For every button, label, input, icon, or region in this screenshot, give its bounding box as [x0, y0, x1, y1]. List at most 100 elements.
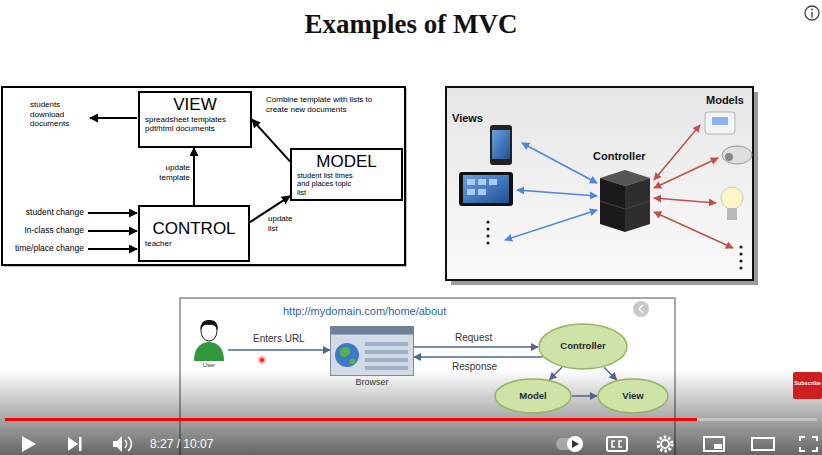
input-label: time/place change — [0, 243, 84, 253]
connector-arrow — [549, 367, 562, 379]
edge-label: Enters URL — [253, 333, 323, 345]
subscribe-badge — [793, 372, 822, 399]
controller-cube — [600, 170, 650, 232]
node-title: User — [203, 362, 216, 369]
mvc-frame-two — [446, 87, 753, 280]
bulb-icon — [721, 187, 743, 209]
player-controls — [125, 440, 127, 448]
model-arrows — [654, 158, 718, 188]
connector-arrow — [604, 367, 617, 380]
output-label: students download documents — [30, 100, 84, 129]
input-label: In-class change — [0, 225, 84, 235]
player-controls — [704, 437, 724, 451]
edge-label: Combine template with lists to create ne… — [266, 95, 376, 114]
edge-label: update template — [144, 163, 190, 182]
tablet-icon — [463, 175, 509, 203]
slide-nav-button — [633, 301, 649, 317]
view-ellipse: View — [597, 378, 669, 414]
model-ellipse: Model — [494, 378, 572, 414]
control-shade — [0, 370, 822, 455]
ellipsis-dots — [486, 227, 489, 230]
player-controls — [113, 436, 122, 452]
connector-arrow — [414, 346, 538, 348]
user-figure: User — [190, 315, 228, 369]
cursor-dot — [258, 356, 266, 364]
tablet-icon — [489, 179, 497, 185]
player-controls — [612, 441, 622, 447]
ellipsis-dots — [739, 245, 742, 269]
slide-nav-button — [633, 301, 649, 317]
ellipsis-dots — [486, 220, 489, 223]
node-title: View — [622, 391, 643, 402]
model-arrows — [654, 212, 733, 248]
view-box: VIEWspreadsheet templates pdf/html docum… — [138, 91, 252, 148]
view-arrows — [505, 143, 597, 240]
mvc-frame-one — [2, 87, 407, 267]
ellipse-shape — [495, 379, 571, 413]
node-title: MODEL — [297, 152, 396, 172]
bulb-icon — [721, 187, 743, 220]
view-arrows — [522, 143, 597, 183]
node-title: Browser — [355, 377, 388, 387]
model-arrows — [654, 125, 700, 180]
node-body: student list times and places topic list — [297, 172, 357, 198]
tablet-icon — [467, 189, 475, 195]
info-icon — [805, 6, 819, 20]
projector-icon — [722, 146, 752, 164]
browser-icon — [330, 326, 414, 376]
ellipsis-dots — [739, 245, 742, 248]
connector-arrow — [193, 148, 195, 205]
ellipse-shape — [598, 379, 668, 413]
progress-bar — [5, 418, 817, 421]
node-body: spreadsheet templates pdf/html documents — [145, 115, 241, 133]
projector-icon — [722, 146, 752, 164]
tablet-icon — [478, 189, 486, 195]
node-body: teacher — [145, 239, 241, 248]
input-arrows — [88, 212, 137, 214]
user-icon — [191, 315, 227, 361]
mvc-frame-one — [2, 87, 405, 265]
group-heading: Models — [706, 94, 752, 107]
phone-icon — [492, 130, 510, 159]
input-arrows — [88, 213, 137, 249]
player-controls — [128, 437, 131, 451]
player-controls — [567, 436, 583, 452]
controller-cube — [625, 178, 650, 232]
node-title: Controller — [560, 341, 605, 352]
connector-arrow — [572, 395, 597, 397]
thermostat-icon — [712, 117, 728, 125]
connector-arrow — [414, 356, 543, 358]
subscribe-text: Subscribe — [793, 380, 822, 387]
player-controls — [658, 437, 672, 451]
group-heading: Controller — [593, 150, 657, 163]
ellipsis-dots — [739, 252, 742, 255]
mvc-frame-two — [446, 87, 758, 285]
player-controls — [68, 437, 78, 451]
bulb-icon — [727, 208, 737, 220]
tablet-icon — [478, 179, 486, 185]
output-arrow — [90, 117, 137, 119]
view-arrows — [517, 190, 597, 196]
control-box: CONTROLteacher — [138, 205, 250, 262]
node-title: VIEW — [145, 95, 245, 115]
phone-icon — [490, 125, 512, 165]
tablet-icon — [459, 172, 513, 206]
tablet-icon — [467, 179, 475, 185]
model-arrows — [654, 198, 716, 203]
edge-label: Request — [455, 332, 525, 344]
phone-icon — [490, 125, 512, 165]
progress-bar — [5, 418, 817, 421]
ellipsis-dots — [486, 241, 489, 244]
node-title: Model — [519, 391, 546, 402]
ellipsis-dots — [739, 259, 742, 262]
tablet-icon — [459, 172, 513, 206]
controller-ellipse: Controller — [538, 323, 628, 370]
thermostat-icon — [705, 112, 735, 134]
ellipsis-dots — [739, 266, 742, 269]
ellipse-shape — [539, 324, 627, 369]
input-label: student change — [0, 207, 84, 217]
player-controls — [714, 444, 722, 449]
info-icon — [811, 12, 812, 18]
info-icon — [805, 6, 819, 20]
